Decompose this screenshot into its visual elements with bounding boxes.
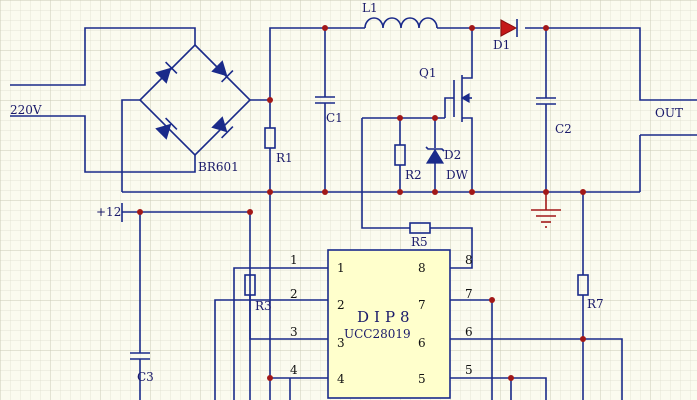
label-l1: L1	[362, 1, 378, 15]
ext-pin-4: 4	[290, 363, 298, 377]
chip-pin-7: 7	[418, 298, 426, 312]
label-br601: BR601	[198, 160, 239, 174]
label-supply: +12	[96, 205, 121, 219]
label-r2: R2	[405, 168, 422, 182]
ext-pin-1: 1	[290, 253, 298, 267]
label-c3: C3	[137, 370, 154, 384]
resistor-r2	[394, 118, 406, 192]
junction-dots	[137, 25, 586, 381]
inductor-l1	[364, 17, 438, 29]
ext-pin-6: 6	[465, 325, 473, 339]
ext-pin-3: 3	[290, 325, 298, 339]
label-zener-type: DW	[446, 168, 469, 182]
label-output: OUT	[655, 106, 683, 120]
capacitor-c2	[536, 28, 556, 192]
ic-ucc28019	[327, 249, 451, 399]
ext-pin-8: 8	[465, 253, 473, 267]
chip-pin-5: 5	[418, 372, 426, 386]
capacitor-c1	[315, 28, 335, 192]
label-d2: D2	[444, 148, 461, 162]
ext-pin-2: 2	[290, 287, 298, 301]
top-rail	[269, 27, 697, 192]
ic-pin-wires	[214, 267, 623, 400]
label-q1: Q1	[419, 66, 436, 80]
label-r5: R5	[411, 235, 428, 249]
label-r7: R7	[587, 297, 604, 311]
mosfet-q1	[361, 28, 473, 229]
chip-pin-3: 3	[337, 336, 345, 350]
chip-pin-6: 6	[418, 336, 426, 350]
ext-pin-7: 7	[465, 287, 473, 301]
resistor-r7	[577, 192, 589, 400]
label-d1: D1	[493, 38, 510, 52]
label-r1: R1	[276, 151, 293, 165]
label-chip-name: UCC28019	[344, 327, 411, 341]
resistor-r3	[244, 274, 328, 340]
diode-d1	[500, 19, 518, 37]
label-chip-package: DIP8	[357, 308, 415, 326]
label-input: 220V	[10, 103, 42, 117]
bridge-rectifier	[121, 43, 270, 192]
label-c2: C2	[555, 122, 572, 136]
capacitor-c3	[130, 352, 150, 400]
chip-pin-2: 2	[337, 298, 345, 312]
label-r3: R3	[255, 299, 272, 313]
ext-pin-5: 5	[465, 363, 473, 377]
resistor-r5	[409, 222, 473, 269]
chip-pin-4: 4	[337, 372, 345, 386]
label-c1: C1	[326, 111, 343, 125]
ac-input	[10, 27, 196, 173]
chip-pin-1: 1	[337, 261, 345, 275]
chip-pin-8: 8	[418, 261, 426, 275]
zener-d2	[425, 118, 445, 192]
